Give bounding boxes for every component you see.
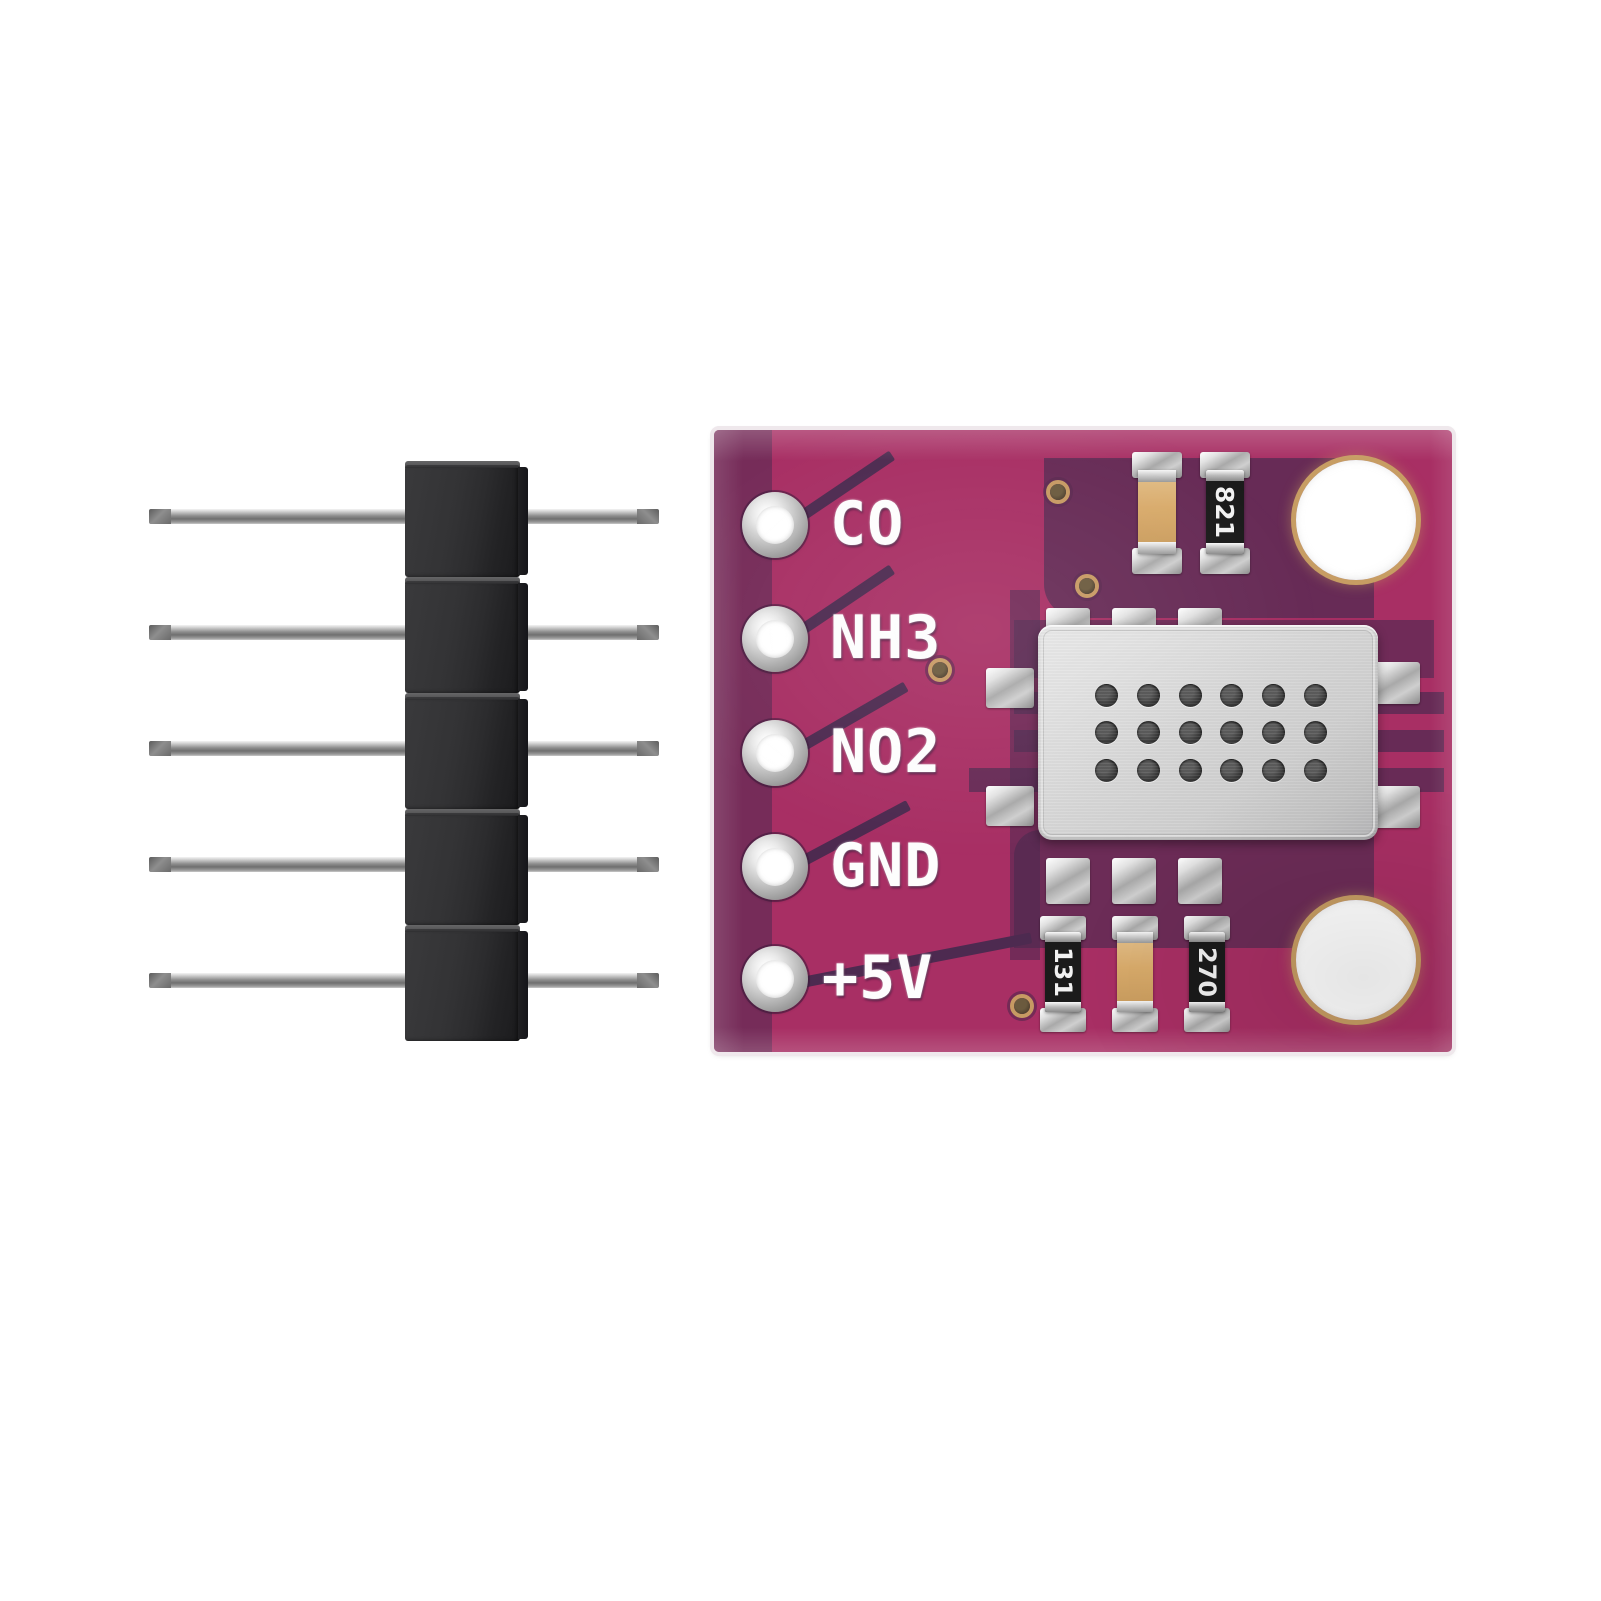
header-pin-5-left bbox=[149, 973, 412, 988]
sensor-vent-hole bbox=[1303, 758, 1327, 782]
header-insulator-block-5 bbox=[405, 925, 528, 1041]
sensor-solder-pad-bottom-1 bbox=[1046, 858, 1090, 904]
smd-resistor-131: 131 bbox=[1045, 932, 1081, 1012]
sensor-solder-pad-right-1 bbox=[1374, 662, 1420, 704]
silkscreen-label-gnd: GND bbox=[830, 831, 942, 901]
smd-resistor-131-marking: 131 bbox=[1049, 946, 1077, 998]
mounting-hole-bottom-right bbox=[1296, 900, 1416, 1020]
r270-band-top bbox=[1189, 932, 1225, 942]
smd-capacitor-top bbox=[1138, 470, 1176, 554]
pad-hole-gnd bbox=[756, 848, 794, 886]
header-insulator-block-3 bbox=[405, 693, 528, 809]
sensor-can-hole-grid bbox=[1086, 677, 1336, 789]
cap-bottom-terminal-bottom bbox=[1117, 1001, 1153, 1012]
through-hole-pad-co bbox=[742, 492, 808, 558]
smd-resistor-821-marking: 821 bbox=[1210, 485, 1240, 539]
header-pin-5-right bbox=[518, 973, 659, 988]
header-pin-3-right bbox=[518, 741, 659, 756]
through-hole-pad-nh3 bbox=[742, 606, 808, 672]
header-pin-4-left bbox=[149, 857, 412, 872]
sensor-vent-hole bbox=[1136, 721, 1160, 745]
silkscreen-label-co: CO bbox=[830, 489, 905, 559]
header-pin-3-left bbox=[149, 741, 412, 756]
sensor-solder-pad-left-1 bbox=[986, 668, 1034, 708]
sensor-vent-hole bbox=[1178, 721, 1202, 745]
header-insulator-block-1 bbox=[405, 461, 528, 577]
r131-band-top bbox=[1045, 932, 1081, 942]
header-insulator-block-4 bbox=[405, 809, 528, 925]
sensor-vent-hole bbox=[1220, 684, 1244, 708]
via-mid-upper bbox=[1079, 578, 1095, 594]
smd-resistor-270-marking: 270 bbox=[1193, 946, 1221, 998]
cap-terminal-bottom bbox=[1138, 542, 1176, 554]
r131-band-bottom bbox=[1045, 1002, 1081, 1012]
pad-hole-5v bbox=[756, 960, 794, 998]
header-pin-2-right bbox=[518, 625, 659, 640]
sensor-vent-hole bbox=[1178, 684, 1202, 708]
through-hole-pad-gnd bbox=[742, 834, 808, 900]
via-top-left bbox=[1050, 484, 1066, 500]
gas-sensor-metal-can bbox=[1038, 625, 1378, 840]
header-pin-2-left bbox=[149, 625, 412, 640]
sensor-vent-hole bbox=[1303, 684, 1327, 708]
header-insulator-block-2 bbox=[405, 577, 528, 693]
mounting-hole-top-right bbox=[1296, 460, 1416, 580]
sensor-vent-hole bbox=[1261, 721, 1285, 745]
smd-resistor-821: 821 bbox=[1206, 470, 1244, 554]
r821-band-bottom bbox=[1206, 543, 1244, 554]
solder-pad-cap-bottom-lower bbox=[1112, 1008, 1158, 1032]
silkscreen-label-nh3: NH3 bbox=[830, 603, 942, 673]
header-pin-1-right bbox=[518, 509, 659, 524]
solder-pad-r270-lower bbox=[1184, 1008, 1230, 1032]
cap-terminal-top bbox=[1138, 470, 1176, 482]
sensor-solder-pad-right-2 bbox=[1374, 786, 1420, 828]
pcb-vertical-relief bbox=[1010, 590, 1040, 960]
silkscreen-label-5v: +5V bbox=[822, 943, 934, 1013]
sensor-solder-pad-bottom-2 bbox=[1112, 858, 1156, 904]
smd-resistor-270: 270 bbox=[1189, 932, 1225, 1012]
via-mid-left bbox=[932, 662, 948, 678]
through-hole-pad-5v bbox=[742, 946, 808, 1012]
through-hole-pad-no2 bbox=[742, 720, 808, 786]
pad-hole-co bbox=[756, 506, 794, 544]
r821-band-top bbox=[1206, 470, 1244, 481]
sensor-vent-hole bbox=[1261, 684, 1285, 708]
header-pin-4-right bbox=[518, 857, 659, 872]
sensor-vent-hole bbox=[1178, 758, 1202, 782]
sensor-vent-hole bbox=[1220, 758, 1244, 782]
header-pin-1-left bbox=[149, 509, 412, 524]
sensor-vent-hole bbox=[1095, 758, 1119, 782]
sensor-solder-pad-bottom-3 bbox=[1178, 858, 1222, 904]
pad-hole-nh3 bbox=[756, 620, 794, 658]
pin-header-strip bbox=[149, 461, 659, 1041]
pad-hole-no2 bbox=[756, 734, 794, 772]
sensor-vent-hole bbox=[1136, 684, 1160, 708]
sensor-vent-hole bbox=[1095, 721, 1119, 745]
via-bottom bbox=[1014, 998, 1030, 1014]
sensor-solder-pad-left-2 bbox=[986, 786, 1034, 826]
sensor-vent-hole bbox=[1261, 758, 1285, 782]
sensor-vent-hole bbox=[1303, 721, 1327, 745]
sensor-vent-hole bbox=[1095, 684, 1119, 708]
sensor-vent-hole bbox=[1136, 758, 1160, 782]
smd-capacitor-bottom bbox=[1117, 932, 1153, 1012]
sensor-vent-hole bbox=[1220, 721, 1244, 745]
solder-pad-r131-lower bbox=[1040, 1008, 1086, 1032]
r270-band-bottom bbox=[1189, 1002, 1225, 1012]
silkscreen-label-no2: NO2 bbox=[830, 717, 942, 787]
cap-bottom-terminal-top bbox=[1117, 932, 1153, 943]
